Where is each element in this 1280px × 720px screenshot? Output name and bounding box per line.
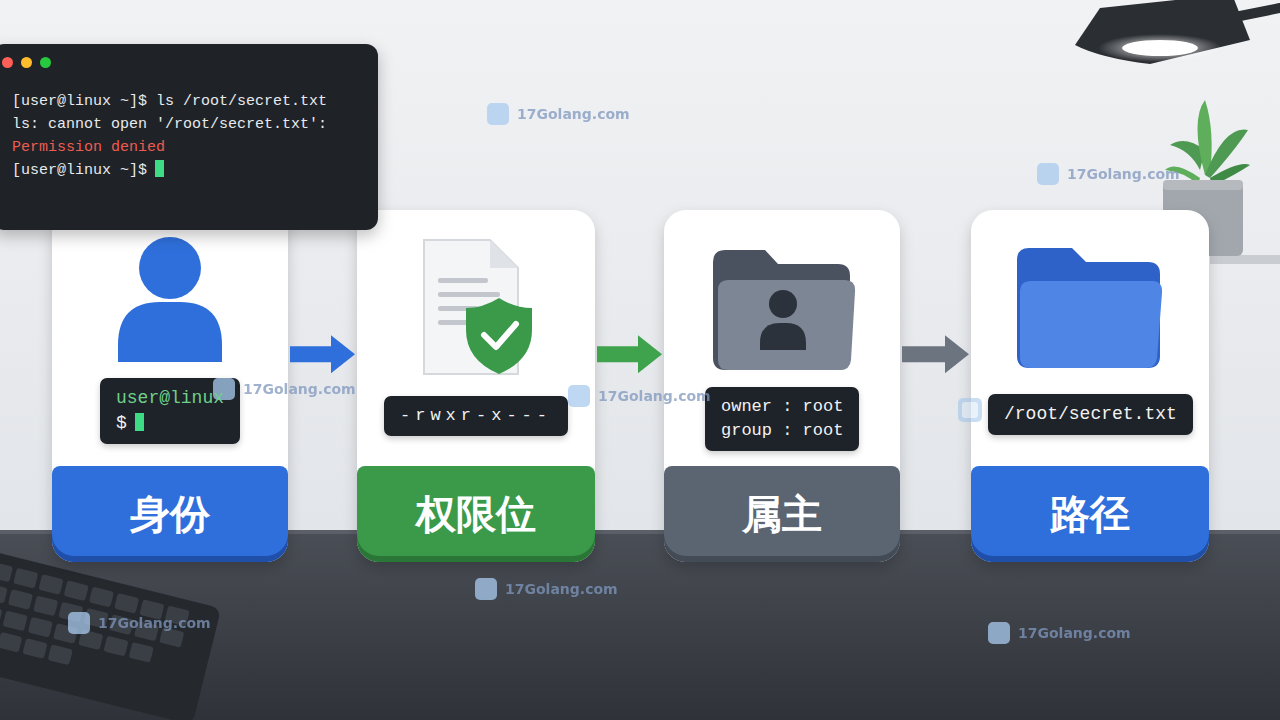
- arrow-head: [331, 335, 355, 373]
- document-shield-icon: [424, 240, 532, 374]
- concept-card: -rwxr-x--- 权限位: [357, 210, 595, 562]
- card-panels: [52, 210, 1209, 562]
- error-message: Permission denied: [12, 139, 165, 156]
- terminal-line: [user@linux ~]$ ls /root/secret.txt: [12, 88, 370, 111]
- concept-card: /root/secret.txt 路径: [971, 210, 1209, 562]
- arrow-shaft: [597, 346, 640, 362]
- owner-folder-icon: [713, 250, 855, 370]
- watermark-text: 17Golang.com: [243, 381, 356, 397]
- code-line: user@linux: [116, 386, 224, 411]
- code-box: owner : root group : root: [705, 387, 859, 451]
- terminal-line: [user@linux ~]$: [12, 157, 370, 180]
- watermark-text: 17Golang.com: [505, 581, 618, 597]
- code-line: group : root: [721, 419, 843, 443]
- arrow-head: [945, 335, 969, 373]
- watermark-icon: [68, 612, 90, 634]
- code-text: owner : root: [721, 397, 843, 416]
- flow-arrow: [290, 335, 355, 373]
- watermark: 17Golang.com: [1037, 163, 1180, 185]
- code-box: /root/secret.txt: [988, 394, 1193, 435]
- keyboard: [0, 543, 221, 720]
- watermark: 17Golang.com: [988, 622, 1131, 644]
- watermark-icon: [568, 385, 590, 407]
- watermark-icon: [487, 103, 509, 125]
- user-icon: [118, 237, 222, 362]
- terminal-cursor: [135, 413, 144, 431]
- watermark-text: 17Golang.com: [517, 106, 630, 122]
- watermark-icon: [475, 578, 497, 600]
- terminal-text: ls: cannot open '/root/secret.txt':: [12, 116, 327, 133]
- concept-label: 身份: [52, 466, 288, 562]
- flow-arrow: [902, 335, 969, 373]
- code-text: /root/secret.txt: [1004, 404, 1177, 424]
- terminal-text: [user@linux ~]$: [12, 162, 147, 179]
- terminal-window: [user@linux ~]$ ls /root/secret.txt ls: c…: [0, 44, 378, 230]
- terminal-line: Permission denied: [12, 134, 370, 157]
- folder-icon: [1017, 248, 1162, 368]
- terminal-cursor: [155, 160, 164, 177]
- watermark-text: 17Golang.com: [598, 388, 711, 404]
- code-box: user@linux $: [100, 378, 240, 444]
- code-line: /root/secret.txt: [1004, 402, 1177, 427]
- concept-card: owner : root group : root 属主: [664, 210, 900, 562]
- concept-label: 权限位: [357, 466, 595, 562]
- desk-lamp: [1075, 0, 1280, 64]
- watermark: 17Golang.com: [68, 612, 211, 634]
- watermark-text: 17Golang.com: [1067, 166, 1180, 182]
- watermark: 17Golang.com: [568, 385, 711, 407]
- watermark: 17Golang.com: [213, 378, 356, 400]
- code-text: $: [116, 413, 127, 433]
- window-dot: [40, 57, 51, 68]
- watermark-text: 17Golang.com: [1018, 625, 1131, 641]
- concept-label: 路径: [971, 466, 1209, 562]
- arrow-shaft: [290, 346, 333, 362]
- flow-arrow: [597, 335, 662, 373]
- watermark: 17Golang.com: [475, 578, 618, 600]
- window-dot: [21, 57, 32, 68]
- watermark-text: 17Golang.com: [98, 615, 211, 631]
- code-line: $: [116, 411, 224, 436]
- window-dot: [2, 57, 13, 68]
- code-text: user@linux: [116, 388, 224, 408]
- watermark-icon: [1037, 163, 1059, 185]
- code-line: owner : root: [721, 395, 843, 419]
- code-text: group : root: [721, 421, 843, 440]
- terminal-text: [user@linux ~]$ ls /root/secret.txt: [12, 93, 327, 110]
- code-text: -rwxr-x---: [400, 406, 552, 425]
- watermark-icon: [988, 622, 1010, 644]
- arrow-shaft: [902, 346, 947, 362]
- watermark-icon: [958, 398, 982, 422]
- terminal-line: ls: cannot open '/root/secret.txt':: [12, 111, 370, 134]
- terminal-body: [user@linux ~]$ ls /root/secret.txt ls: c…: [12, 88, 370, 180]
- arrow-head: [638, 335, 662, 373]
- watermark: 17Golang.com: [487, 103, 630, 125]
- code-line: -rwxr-x---: [400, 404, 552, 428]
- concept-label: 属主: [664, 466, 900, 562]
- code-box: -rwxr-x---: [384, 396, 568, 436]
